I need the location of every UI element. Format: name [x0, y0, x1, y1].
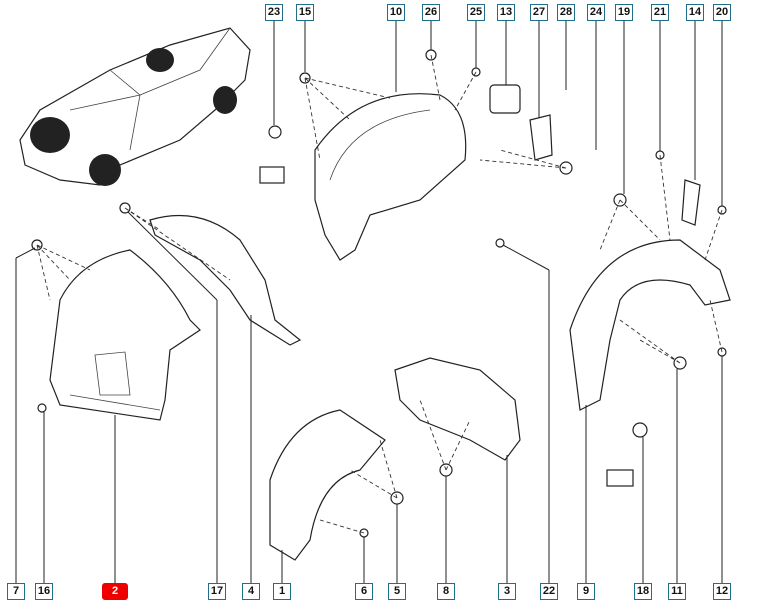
- callout-label-11[interactable]: 11: [668, 583, 686, 600]
- callout-label-21[interactable]: 21: [651, 4, 669, 21]
- callout-label-3[interactable]: 3: [498, 583, 516, 600]
- callout-label-7[interactable]: 7: [7, 583, 25, 600]
- callout-label-13[interactable]: 13: [497, 4, 515, 21]
- wheel-arch-liner-1: [269, 409, 386, 561]
- callout-label-12[interactable]: 12: [713, 583, 731, 600]
- callout-label-2[interactable]: 2: [102, 583, 128, 600]
- callout-label-9[interactable]: 9: [577, 583, 595, 600]
- fasteners: [31, 49, 727, 538]
- wheel-arch-liner-3: [394, 357, 521, 461]
- wheel-arch-liner-2: [49, 249, 201, 421]
- wheel-arch-liner-10: [314, 93, 467, 261]
- callout-label-18[interactable]: 18: [634, 583, 652, 600]
- callout-label-20[interactable]: 20: [713, 4, 731, 21]
- callout-label-14[interactable]: 14: [686, 4, 704, 21]
- callout-label-25[interactable]: 25: [467, 4, 485, 21]
- callout-label-8[interactable]: 8: [437, 583, 455, 600]
- callout-label-19[interactable]: 19: [615, 4, 633, 21]
- callout-label-17[interactable]: 17: [208, 583, 226, 600]
- callout-label-15[interactable]: 15: [296, 4, 314, 21]
- callout-label-6[interactable]: 6: [355, 583, 373, 600]
- callout-label-23[interactable]: 23: [265, 4, 283, 21]
- wheel-arch-liner-9: [569, 239, 731, 411]
- callout-label-5[interactable]: 5: [388, 583, 406, 600]
- fastening-lines: [36, 54, 723, 534]
- leader-lines: [15, 20, 723, 583]
- wheel-arch-liner-4: [149, 214, 302, 346]
- callout-label-26[interactable]: 26: [422, 4, 440, 21]
- callout-label-22[interactable]: 22: [540, 583, 558, 600]
- callout-label-28[interactable]: 28: [557, 4, 575, 21]
- car-illustration: [19, 27, 251, 186]
- callout-label-4[interactable]: 4: [242, 583, 260, 600]
- callout-label-24[interactable]: 24: [587, 4, 605, 21]
- callout-label-10[interactable]: 10: [387, 4, 405, 21]
- callout-label-1[interactable]: 1: [273, 583, 291, 600]
- callout-label-27[interactable]: 27: [530, 4, 548, 21]
- callout-label-16[interactable]: 16: [35, 583, 53, 600]
